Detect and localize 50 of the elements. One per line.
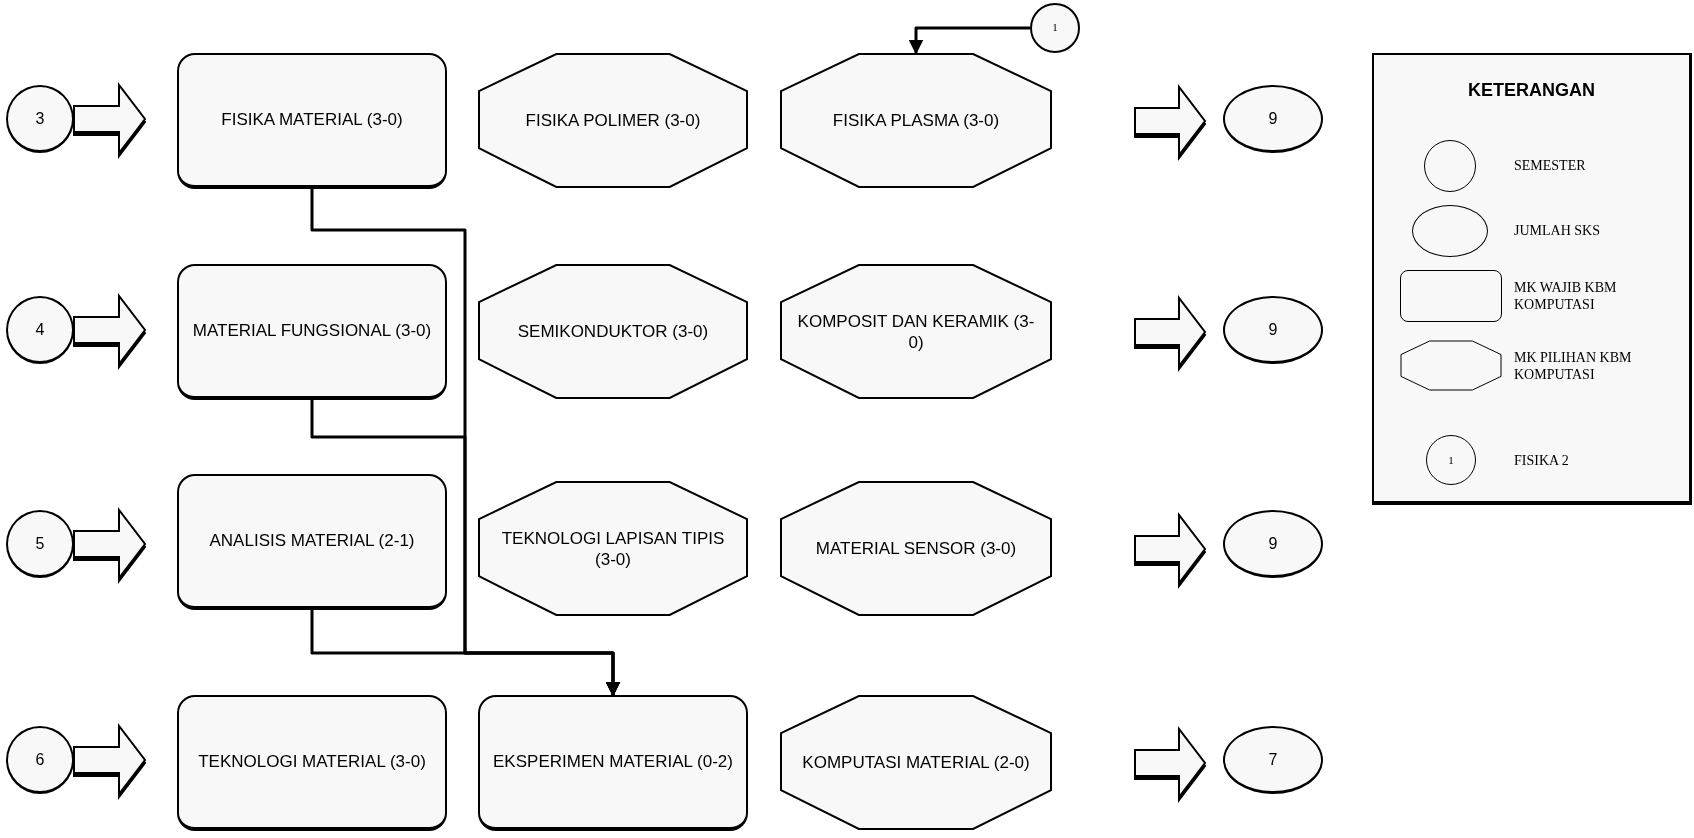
node-label: FISIKA PLASMA (3-0)	[831, 110, 1001, 132]
required-course-box	[177, 264, 447, 400]
node-label: 5	[35, 533, 45, 554]
connector-arrow	[908, 26, 1030, 55]
block-arrow	[73, 723, 147, 797]
node-label: FISIKA POLIMER (3-0)	[524, 110, 702, 132]
elective-course-octagon	[478, 264, 748, 400]
legend-text: JUMLAH SKS	[1514, 222, 1601, 241]
node-label: ANALISIS MATERIAL (2-1)	[208, 530, 416, 552]
node-label: FISIKA MATERIAL (3-0)	[220, 109, 404, 131]
block-arrow	[73, 507, 147, 581]
required-course-box	[478, 695, 748, 831]
node-label: MATERIAL FUNGSIONAL (3-0)	[191, 320, 433, 342]
node-label: 9	[1268, 108, 1278, 129]
legend-text: MK PILIHAN KBM KOMPUTASI	[1514, 348, 1633, 384]
block-arrow	[73, 82, 147, 156]
required-course-box	[177, 695, 447, 831]
block-arrow	[1134, 295, 1207, 369]
legend-text: SEMESTER	[1514, 157, 1587, 176]
node-label: MATERIAL SENSOR (3-0)	[814, 538, 1018, 560]
elective-course-octagon	[478, 481, 748, 617]
legend-sample-number: 1	[1448, 452, 1454, 468]
required-course-box	[177, 53, 447, 189]
node-label: 9	[1268, 319, 1278, 340]
node-label: EKSPERIMEN MATERIAL (0-2)	[492, 751, 734, 773]
legend-text: MK WAJIB KBM KOMPUTASI	[1514, 278, 1618, 314]
required-course-box	[177, 474, 447, 610]
node-label: 3	[35, 108, 45, 129]
connector-arrow	[310, 610, 621, 697]
block-arrow	[1134, 726, 1207, 800]
node-label: 6	[35, 749, 45, 770]
block-arrow	[73, 293, 147, 367]
legend-title: KETERANGAN	[1467, 79, 1596, 102]
node-label: SEMIKONDUKTOR (3-0)	[516, 321, 710, 343]
node-label: TEKNOLOGI LAPISAN TIPIS (3-0)	[500, 527, 726, 571]
node-label: 4	[35, 319, 45, 340]
block-arrow	[1134, 512, 1207, 586]
elective-course-octagon	[780, 53, 1052, 189]
legend-text: FISIKA 2	[1514, 452, 1570, 471]
elective-course-octagon	[478, 53, 748, 189]
node-label: 9	[1268, 533, 1278, 554]
elective-course-octagon	[780, 481, 1052, 617]
elective-course-octagon	[780, 264, 1052, 400]
block-arrow	[1134, 84, 1207, 158]
node-label: TEKNOLOGI MATERIAL (3-0)	[197, 751, 427, 773]
node-label: 7	[1268, 749, 1278, 770]
node-label: 1	[1052, 21, 1058, 35]
elective-course-octagon	[780, 695, 1052, 831]
node-label: KOMPUTASI MATERIAL (2-0)	[801, 752, 1031, 774]
node-label: KOMPOSIT DAN KERAMIK (3-0)	[796, 310, 1036, 354]
